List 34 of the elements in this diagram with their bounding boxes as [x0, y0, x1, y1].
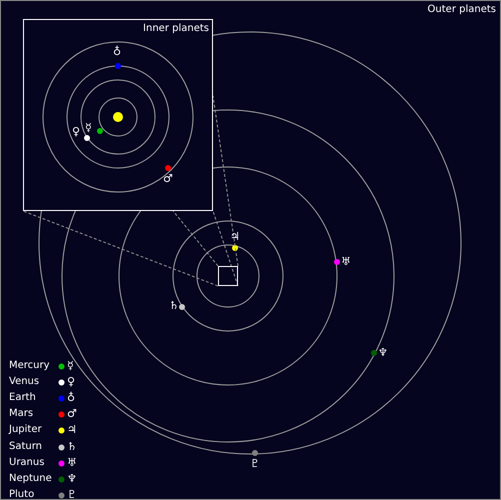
zoom-box [218, 266, 238, 286]
planet-symbol: ♀ [72, 126, 80, 138]
planet-symbol: ♁ [113, 46, 122, 58]
planet-symbol: ♀ [67, 376, 76, 388]
planet-symbol: ♅ [67, 456, 77, 469]
planet-symbol: ♅ [341, 256, 351, 268]
planet-symbol: ♃ [230, 231, 240, 243]
planet-symbol: ♄ [169, 300, 179, 312]
planet-symbol: ♄ [67, 440, 77, 452]
planet-symbol: ♂ [67, 408, 77, 420]
legend-label: Earth [9, 392, 36, 404]
planet-symbol: ♇ [67, 488, 77, 499]
planet-symbol: ♇ [250, 458, 260, 470]
zoom-line [172, 210, 218, 266]
planet-symbol: ♁ [67, 392, 76, 404]
inset-panel [23, 19, 213, 211]
legend-label: Mars [9, 408, 34, 420]
planet-symbol: ♂ [163, 173, 173, 185]
legend-label: Jupiter [9, 424, 42, 436]
diagram-title: Outer planets [428, 4, 496, 16]
inset-title: Inner planets [143, 23, 209, 35]
planet-symbol: ☿ [67, 360, 74, 372]
planet-symbol: ♃ [67, 424, 77, 436]
legend-label: Uranus [9, 456, 44, 469]
legend-label: Pluto [9, 488, 34, 499]
zoom-line [212, 210, 238, 286]
planet-symbol: ♆ [67, 472, 77, 485]
planet-symbol: ♆ [378, 347, 388, 359]
zoom-line [22, 210, 218, 286]
legend-label: Saturn [9, 440, 42, 452]
legend-label: Neptune [9, 472, 52, 485]
planet-symbol: ☿ [85, 122, 92, 134]
legend-label: Mercury [9, 360, 50, 372]
legend-label: Venus [9, 376, 40, 388]
